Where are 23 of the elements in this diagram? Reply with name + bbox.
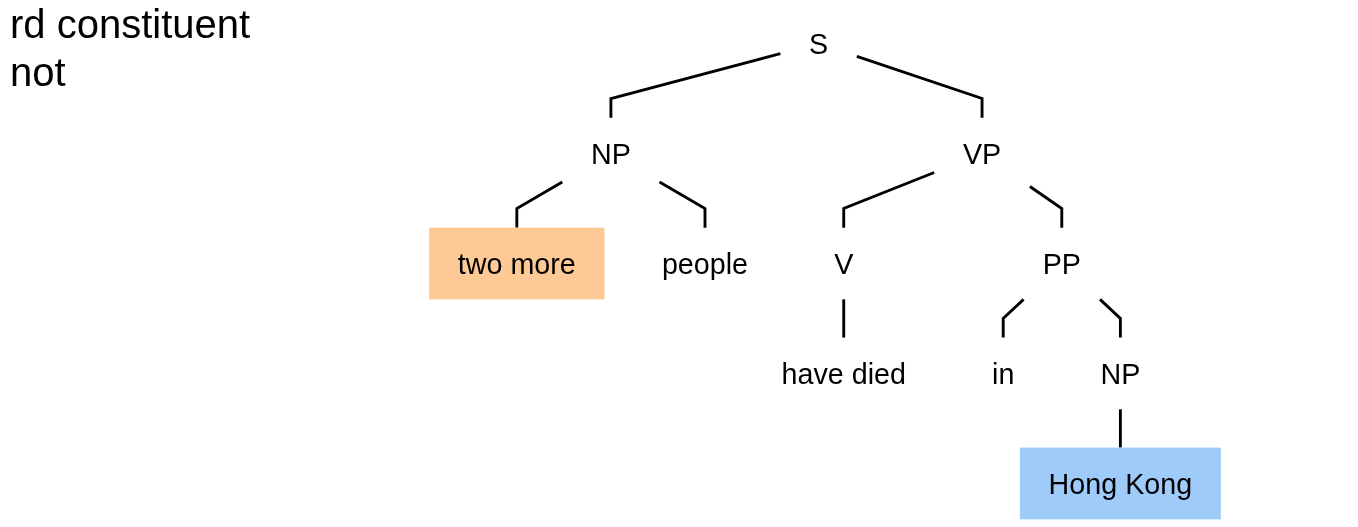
- connector: [842, 171, 935, 228]
- node-text: people: [661, 247, 749, 280]
- note-text: not: [10, 49, 67, 96]
- node-text: NP: [590, 137, 631, 170]
- connector: [842, 299, 846, 338]
- node-text: have died: [781, 357, 906, 390]
- note-text: rd constituent: [10, 1, 251, 48]
- node-text: PP: [1042, 247, 1081, 280]
- node-box: Hong Kong: [1019, 447, 1221, 520]
- node-text: S: [809, 27, 829, 60]
- connector: [515, 180, 563, 228]
- connector: [658, 180, 707, 228]
- node-text: V: [834, 247, 854, 280]
- connector: [1099, 298, 1122, 338]
- node-text: NP: [1100, 357, 1141, 390]
- connector: [609, 52, 781, 118]
- connector: [1118, 409, 1122, 448]
- node-text: in: [992, 357, 1015, 390]
- node-box: two more: [429, 227, 605, 300]
- connector: [1029, 185, 1064, 228]
- connector: [1001, 298, 1025, 338]
- connector: [856, 55, 984, 118]
- node-text: VP: [962, 137, 1002, 170]
